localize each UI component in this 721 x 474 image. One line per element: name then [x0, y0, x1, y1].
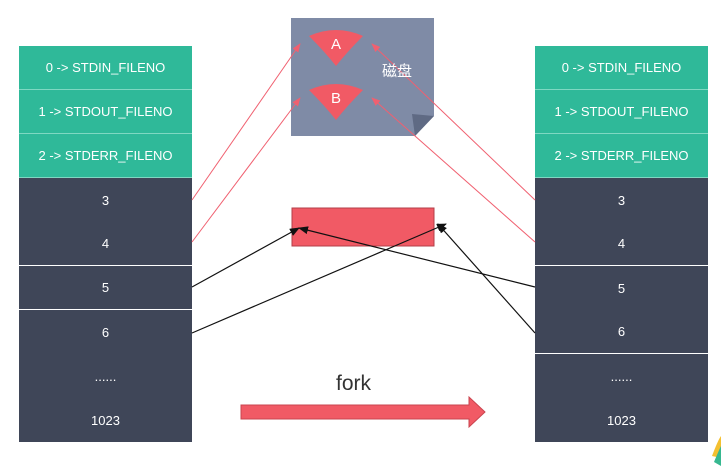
fd-row-5: 5: [535, 266, 708, 310]
fork-label: fork: [336, 372, 372, 395]
parent-fd-table: 0 -> STDIN_FILENO 1 -> STDOUT_FILENO 2 -…: [19, 46, 192, 442]
disk-fold: [412, 114, 434, 136]
fd-row-6: 6: [19, 310, 192, 354]
fd-row-3: 3: [535, 178, 708, 222]
disk-label: 磁盘: [382, 62, 413, 80]
fd-row-4: 4: [19, 222, 192, 266]
fd-row-4: 4: [535, 222, 708, 266]
fd-row-3: 3: [19, 178, 192, 222]
fd-row-ellipsis: ......: [535, 354, 708, 398]
fd-row-6: 6: [535, 310, 708, 354]
fd-row-ellipsis: ......: [19, 354, 192, 398]
file-a-label: A: [330, 36, 341, 53]
fork-arrow: [240, 395, 486, 429]
fd-row-0: 0 -> STDIN_FILENO: [19, 46, 192, 90]
parent-fd3-to-a-arrow: [191, 43, 301, 201]
child-fd4-to-b-arrow: [371, 97, 536, 243]
child-fd-table: 0 -> STDIN_FILENO 1 -> STDOUT_FILENO 2 -…: [535, 46, 708, 442]
child-fd6-arrow: [437, 223, 536, 334]
file-b-label: B: [330, 90, 341, 107]
fd-row-2: 2 -> STDERR_FILENO: [535, 134, 708, 178]
disk-shape: [291, 18, 434, 136]
logo-icon: [712, 436, 721, 466]
parent-fd4-to-b-arrow: [191, 97, 301, 243]
child-fd5-arrow: [298, 226, 536, 288]
shared-file-entry: [291, 207, 435, 247]
fd-row-0: 0 -> STDIN_FILENO: [535, 46, 708, 90]
fd-row-1023: 1023: [535, 398, 708, 442]
fd-row-1: 1 -> STDOUT_FILENO: [535, 90, 708, 134]
parent-fd6-arrow: [191, 223, 447, 334]
fd-row-2: 2 -> STDERR_FILENO: [19, 134, 192, 178]
fd-row-1023: 1023: [19, 398, 192, 442]
parent-fd5-arrow: [191, 227, 300, 288]
fd-row-5: 5: [19, 266, 192, 310]
fd-row-1: 1 -> STDOUT_FILENO: [19, 90, 192, 134]
